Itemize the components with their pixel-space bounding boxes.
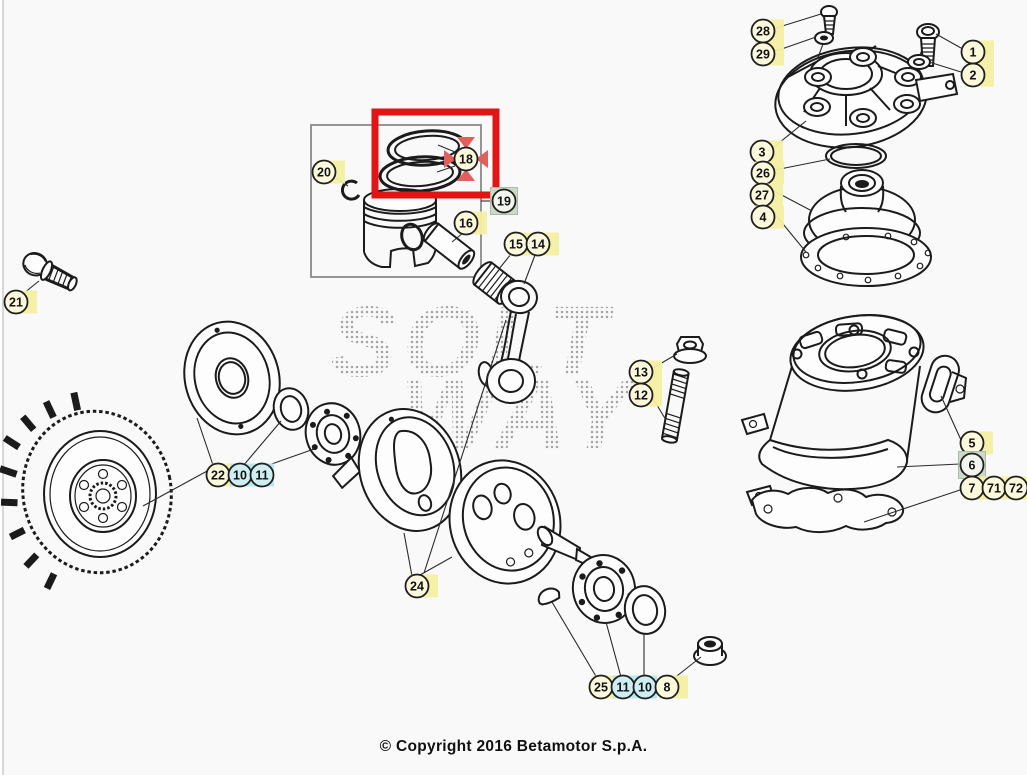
svg-text:24: 24 xyxy=(410,580,424,594)
stud-bolt-part[interactable] xyxy=(660,336,707,444)
crank-web-left-part[interactable] xyxy=(320,396,477,553)
callout-6[interactable]: 6 xyxy=(958,451,986,479)
washer-part-10[interactable] xyxy=(269,384,313,433)
svg-text:20: 20 xyxy=(317,166,331,180)
svg-text:2: 2 xyxy=(970,69,977,83)
bearing-part-11[interactable] xyxy=(299,397,367,471)
svg-text:19: 19 xyxy=(497,195,511,209)
crankshaft-part-24[interactable] xyxy=(436,448,598,596)
nut-part-8[interactable] xyxy=(693,636,727,666)
copyright-text: © Copyright 2016 Betamotor S.p.A. xyxy=(379,738,648,755)
svg-text:1: 1 xyxy=(970,46,977,60)
svg-text:15: 15 xyxy=(509,238,523,252)
callout-10b[interactable]: 10 xyxy=(632,674,658,700)
svg-text:71: 71 xyxy=(987,482,1001,496)
svg-text:22: 22 xyxy=(211,469,225,483)
connecting-rod-part-14[interactable] xyxy=(477,278,540,404)
callout-8[interactable]: 8 xyxy=(654,674,689,700)
callout-24[interactable]: 24 xyxy=(404,573,439,599)
svg-text:13: 13 xyxy=(634,366,648,380)
circlip-part-20[interactable] xyxy=(341,179,361,201)
bolt-part-21[interactable] xyxy=(20,249,81,293)
callout-2[interactable]: 2 xyxy=(960,62,995,88)
svg-text:11: 11 xyxy=(616,681,629,695)
washer-part-29[interactable] xyxy=(814,31,834,45)
svg-text:27: 27 xyxy=(755,189,769,203)
svg-text:14: 14 xyxy=(531,238,545,252)
washer-part-2[interactable] xyxy=(907,54,931,70)
svg-text:7: 7 xyxy=(969,482,976,496)
svg-text:6: 6 xyxy=(969,459,976,473)
callout-29[interactable]: 29 xyxy=(750,41,785,67)
watermark-line1: SOLT xyxy=(330,286,615,398)
bolt-part-1[interactable] xyxy=(916,23,940,67)
callout-16[interactable]: 16 xyxy=(453,210,488,236)
piston-part[interactable] xyxy=(363,188,437,268)
callout-28[interactable]: 28 xyxy=(750,18,785,44)
svg-text:29: 29 xyxy=(756,48,770,62)
svg-text:5: 5 xyxy=(969,437,976,451)
svg-text:3: 3 xyxy=(759,146,766,160)
callout-14[interactable]: 14 xyxy=(525,231,560,257)
svg-text:26: 26 xyxy=(756,167,770,181)
primary-disc-part-22[interactable] xyxy=(172,311,292,445)
pump-gasket-part-4[interactable] xyxy=(800,227,932,287)
svg-text:11: 11 xyxy=(255,469,268,483)
svg-text:18: 18 xyxy=(459,153,473,167)
callout-18-selected[interactable]: 18 xyxy=(453,146,479,172)
callout-72[interactable]: 72 xyxy=(1003,475,1027,501)
bearing-part-11b[interactable] xyxy=(568,550,641,628)
o-ring-part-26[interactable] xyxy=(825,143,887,169)
svg-text:4: 4 xyxy=(760,211,767,225)
callout-13[interactable]: 13 xyxy=(628,359,663,385)
callout-20[interactable]: 20 xyxy=(311,159,346,185)
wrist-pin-part-16[interactable] xyxy=(421,221,477,272)
svg-text:10: 10 xyxy=(233,469,247,483)
callout-12[interactable]: 12 xyxy=(628,382,663,408)
callout-11[interactable]: 11 xyxy=(249,462,275,488)
cylinder-part[interactable] xyxy=(740,307,968,507)
callout-11b[interactable]: 11 xyxy=(610,674,636,700)
page-edge xyxy=(0,0,2,775)
callout-26[interactable]: 26 xyxy=(750,160,785,186)
svg-text:25: 25 xyxy=(594,681,608,695)
red-highlight-box xyxy=(371,108,500,199)
svg-text:10: 10 xyxy=(638,681,652,695)
clutch-basket-part[interactable] xyxy=(0,377,187,594)
callouts: 28 29 1 2 3 26 27 4 20 18 19 16 15 14 13… xyxy=(3,18,1027,700)
callout-10[interactable]: 10 xyxy=(227,462,253,488)
svg-text:12: 12 xyxy=(634,389,648,403)
callout-5[interactable]: 5 xyxy=(959,430,994,456)
page-edge-line xyxy=(2,0,4,775)
callout-4[interactable]: 4 xyxy=(750,204,785,230)
leader-lines xyxy=(23,13,962,680)
svg-text:72: 72 xyxy=(1009,482,1023,496)
bolt-part-28[interactable] xyxy=(820,5,838,35)
callout-3[interactable]: 3 xyxy=(749,139,784,165)
callout-1[interactable]: 1 xyxy=(960,39,995,65)
callout-27[interactable]: 27 xyxy=(749,182,784,208)
svg-text:16: 16 xyxy=(459,217,473,231)
cylinder-head-cover-part[interactable] xyxy=(770,39,959,155)
svg-text:8: 8 xyxy=(664,681,671,695)
base-gasket-part[interactable] xyxy=(750,486,904,534)
selection-marker xyxy=(444,137,488,181)
woodruff-key-part-25[interactable] xyxy=(536,585,562,607)
svg-text:21: 21 xyxy=(9,296,23,310)
callout-21[interactable]: 21 xyxy=(3,289,38,315)
seal-part-10b[interactable] xyxy=(621,583,669,637)
svg-text:28: 28 xyxy=(756,25,770,39)
callout-19[interactable]: 19 xyxy=(490,187,518,215)
